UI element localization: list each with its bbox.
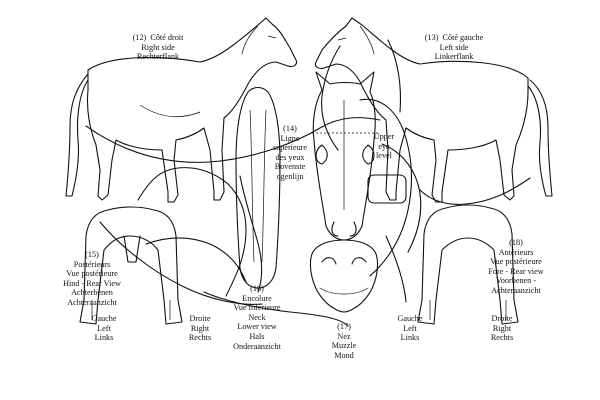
hind-left-label: Gauche Left Links xyxy=(91,314,117,343)
right-side-horse-drawing xyxy=(65,17,298,203)
muzzle-label: (17) Nez Muzzle Mond xyxy=(331,322,357,360)
fore-right-label: Droite Right Rechts xyxy=(490,314,514,343)
upper-eye-level-label: Upper eye level xyxy=(373,132,395,161)
neck-lower-view-drawing xyxy=(235,86,281,289)
muzzle-drawing xyxy=(309,239,379,313)
fore-left-label: Gauche Left Links xyxy=(397,314,423,343)
left-side-label: (13) Côté gauche Left side Linkerflank xyxy=(424,33,484,62)
eye-level-box xyxy=(367,174,407,204)
hind-right-label: Droite Right Rechts xyxy=(188,314,212,343)
hind-rear-view-label: (15) Postérieurs Vue postérieure Hind - … xyxy=(63,250,121,307)
eye-line-label: (14) Ligne supérieure des yeux Bovenste … xyxy=(272,124,308,181)
left-side-horse-drawing xyxy=(314,17,553,203)
right-side-label: (12) Côté droit Right side Rechterflank xyxy=(132,33,184,62)
fore-rear-view-drawing xyxy=(417,204,519,325)
head-front-view-drawing xyxy=(312,71,378,241)
neck-lower-view-label: (16) Encolure Vue inférieure Neck Lower … xyxy=(233,284,281,351)
fore-rear-view-label: (18) Antérieurs Vue postérieure Fore - R… xyxy=(488,238,544,295)
marking-lines xyxy=(85,39,531,327)
